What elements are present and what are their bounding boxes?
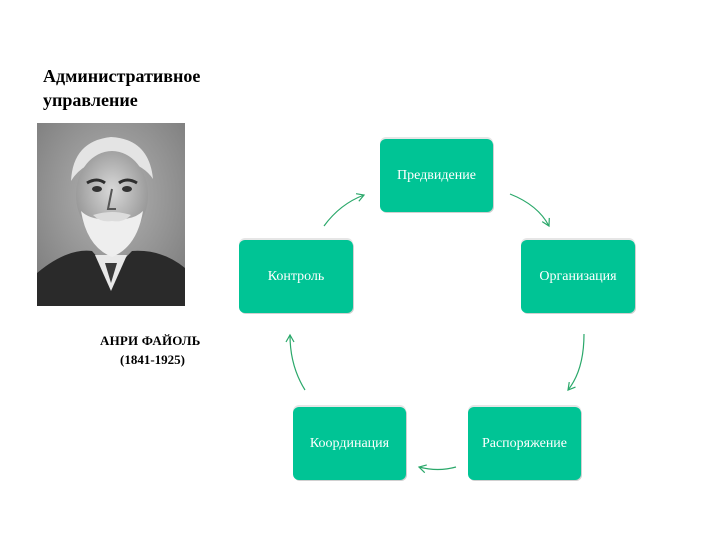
portrait-photo — [37, 123, 185, 306]
arrow-coordination-to-control — [285, 333, 306, 391]
cycle-node-label: Координация — [309, 435, 390, 451]
portrait-illustration — [37, 123, 185, 306]
arrow-organization-to-command — [567, 333, 585, 391]
cycle-node-organization: Организация — [521, 240, 635, 313]
portrait-caption-years: (1841-1925) — [120, 352, 185, 367]
arrow-command-to-coordination — [417, 464, 457, 474]
slide-title-line-1: Административное — [43, 66, 201, 86]
portrait-caption-name: АНРИ ФАЙОЛЬ — [100, 333, 201, 348]
cycle-node-forecasting: Предвидение — [380, 139, 493, 212]
cycle-node-coordination: Координация — [293, 407, 406, 480]
cycle-node-label: Организация — [539, 268, 617, 284]
cycle-node-label: Предвидение — [397, 167, 476, 183]
arrow-forecasting-to-organization — [509, 193, 550, 228]
cycle-node-control: Контроль — [239, 240, 353, 313]
cycle-node-label: Контроль — [267, 268, 325, 284]
slide-title-line-2: управление — [43, 90, 138, 110]
arrow-control-to-forecasting — [323, 193, 366, 227]
cycle-node-command: Распоряжение — [468, 407, 581, 480]
slide-title: Административное управление — [43, 64, 263, 112]
cycle-node-label: Распоряжение — [481, 435, 568, 451]
